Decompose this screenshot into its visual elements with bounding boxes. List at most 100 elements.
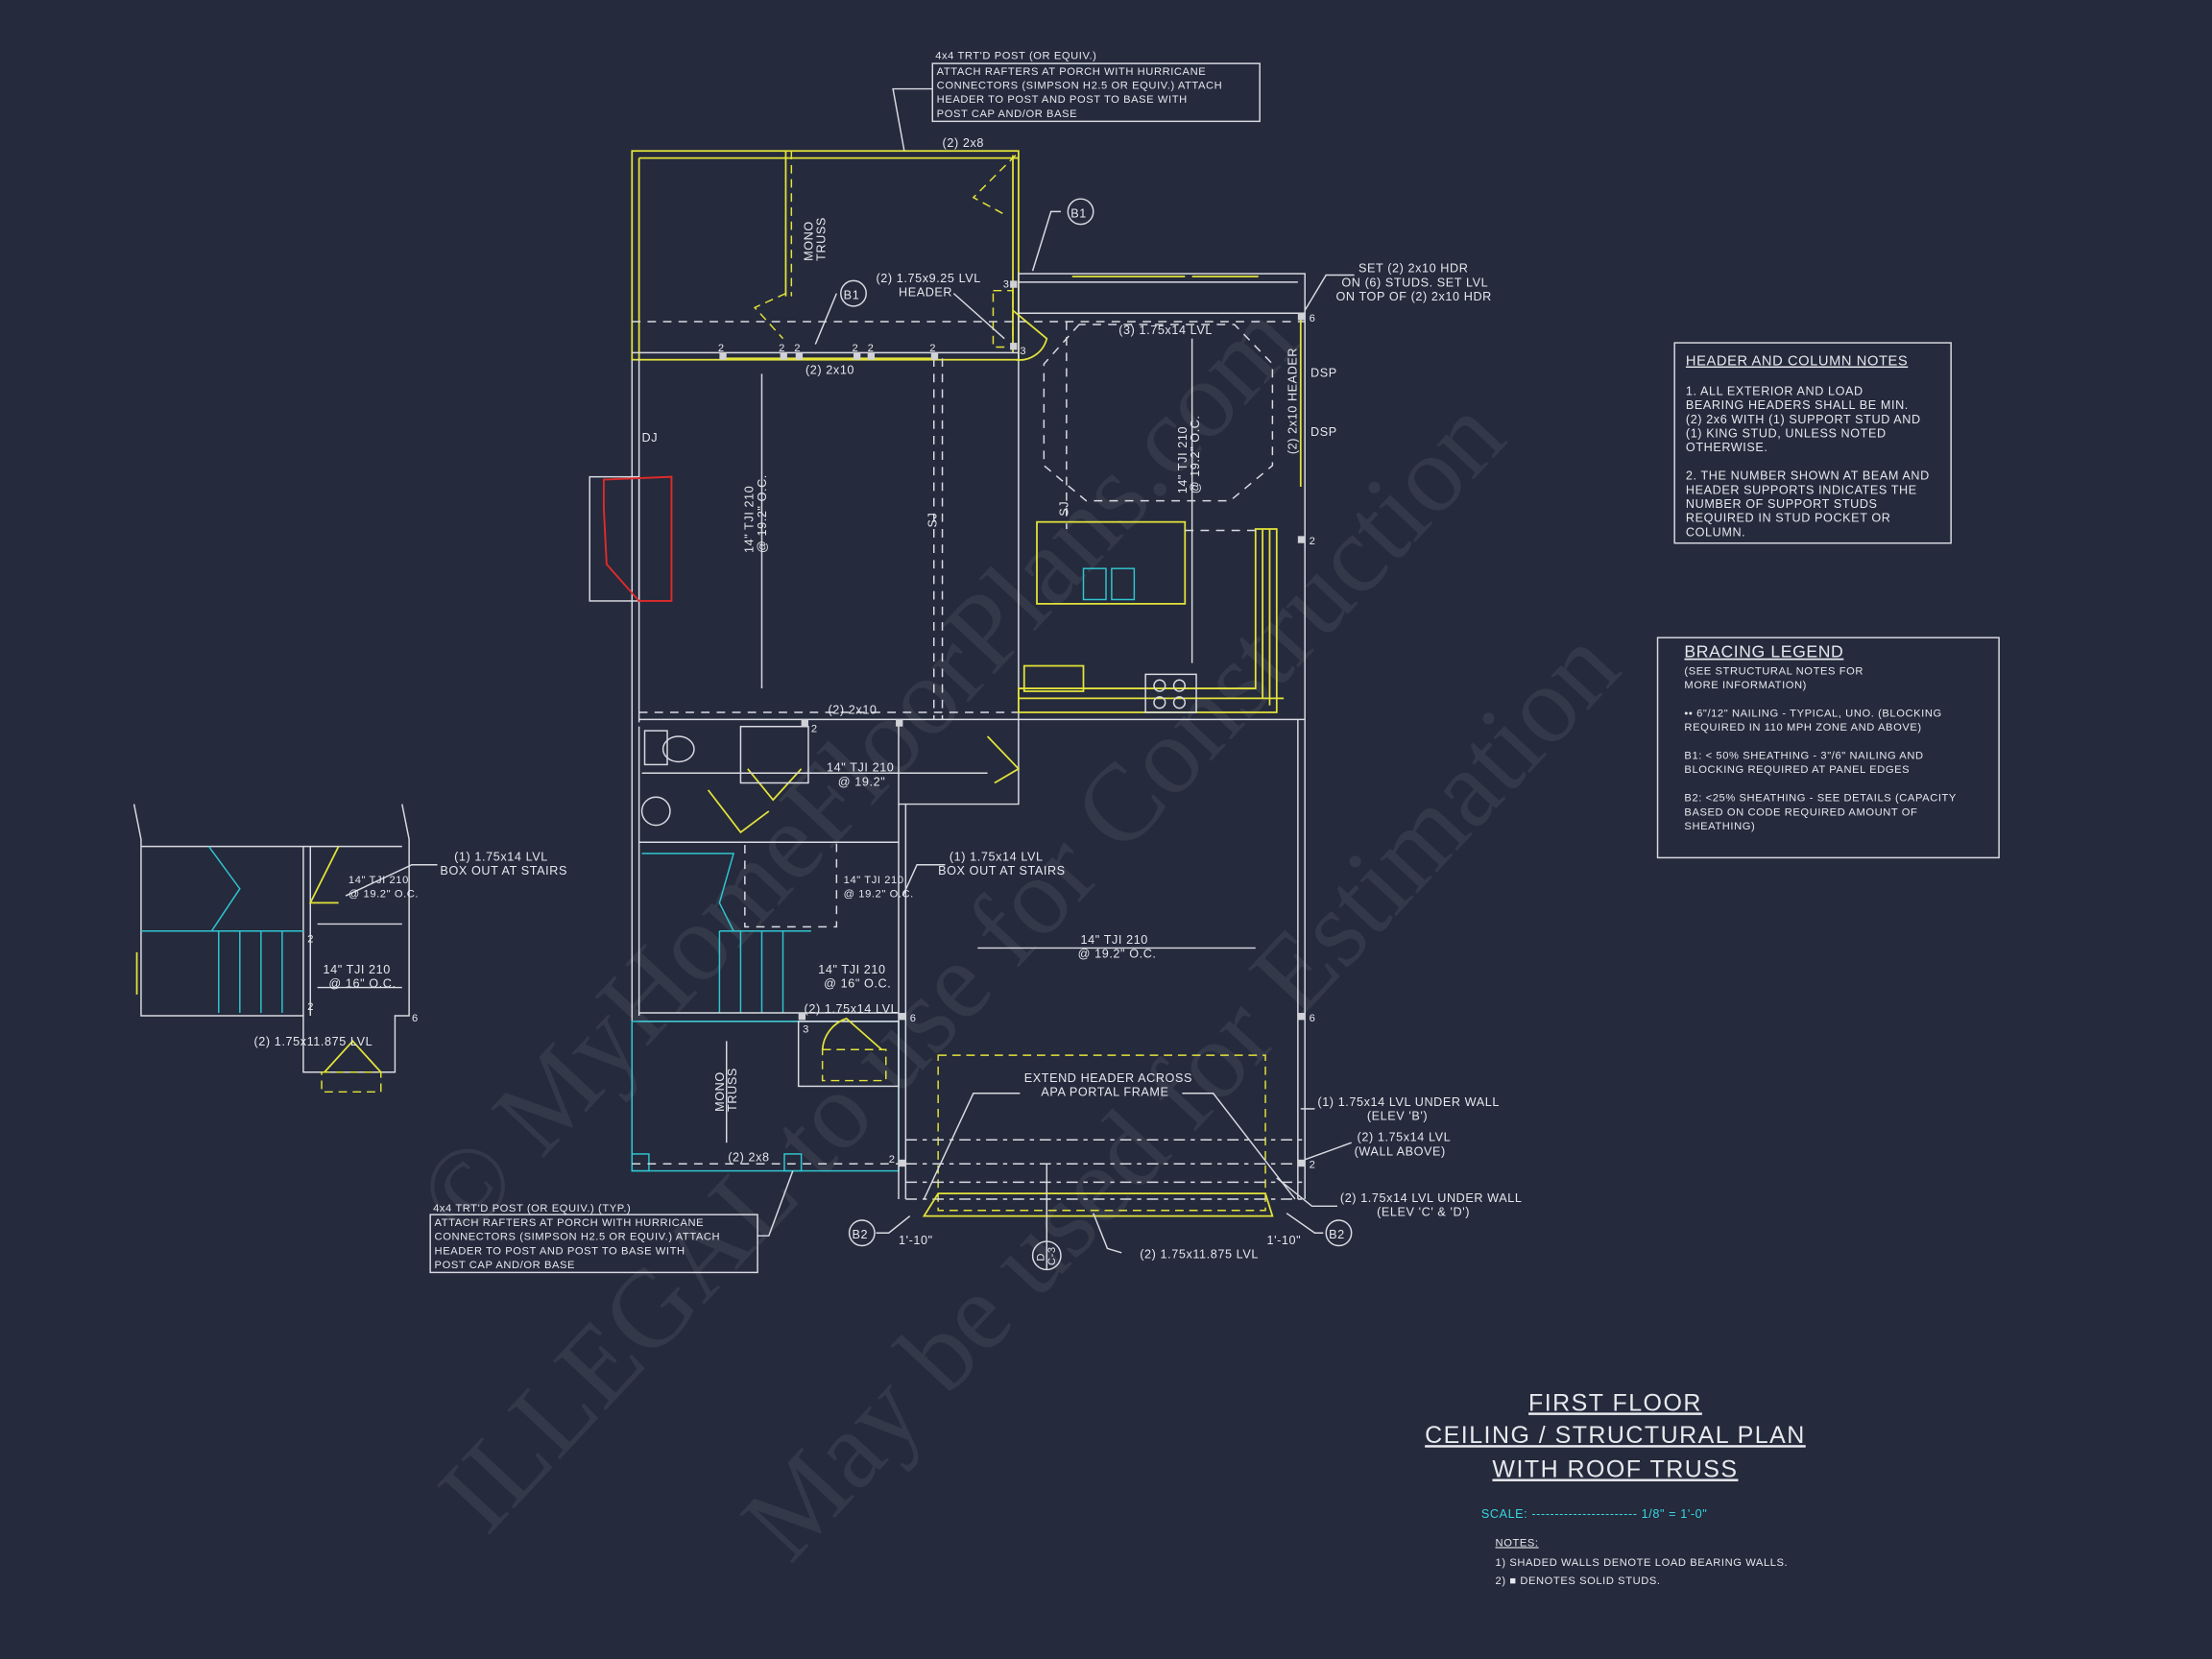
stud-count: 2 — [1310, 1160, 1316, 1171]
tji-label: 14" TJI 210 — [1176, 426, 1190, 493]
lvl-header-label: HEADER — [899, 286, 952, 300]
stud-count: 2 — [794, 343, 801, 354]
porch-bottom-beam-label: (2) 2x8 — [728, 1150, 769, 1164]
plan-title-line3: WITH ROOF TRUSS — [1492, 1455, 1738, 1482]
svg-text:C-3: C-3 — [1046, 1246, 1058, 1265]
tji-16-label: @ 16" O.C. — [824, 977, 891, 991]
bottom-note-line: CONNECTORS (SIMPSON H2.5 OR EQUIV.) ATTA… — [435, 1232, 721, 1243]
set-hdr-note: ON TOP OF (2) 2x10 HDR — [1336, 290, 1492, 303]
lvl-wall-above: (2) 1.75x14 LVL — [1358, 1131, 1452, 1144]
lvl-11875-left-label: (2) 1.75x11.875 LVL — [253, 1035, 373, 1048]
bracing-b2-marker: B2 — [1325, 1219, 1353, 1247]
box-out-label-detail: BOX OUT AT STAIRS — [440, 864, 567, 878]
header-2x10-label: (2) 2x10 HEADER — [1286, 348, 1299, 454]
lvl-wall-above: (WALL ABOVE) — [1355, 1144, 1446, 1158]
plan-title-line2: CEILING / STRUCTURAL PLAN — [1425, 1422, 1806, 1449]
scale-label: SCALE: ----------------------- 1/8" = 1'… — [1481, 1507, 1707, 1521]
bottom-note-heading: 4x4 TRT'D POST (OR EQUIV.) (TYP.) — [433, 1203, 631, 1214]
box-out-label: BOX OUT AT STAIRS — [938, 864, 1066, 878]
stud-count: 2 — [307, 1001, 314, 1013]
svg-text:2. THE NUMBER SHOWN AT BEAM AN: 2. THE NUMBER SHOWN AT BEAM AND — [1686, 469, 1930, 483]
lvl-under-wall-b: (ELEV 'B') — [1367, 1110, 1428, 1123]
dimension-right: 1'-10" — [1267, 1234, 1302, 1247]
tji-small-label-detail: @ 19.2" O.C. — [349, 889, 419, 901]
dimension-left: 1'-10" — [899, 1234, 933, 1247]
svg-text:REQUIRED IN STUD POCKET OR: REQUIRED IN STUD POCKET OR — [1686, 512, 1891, 525]
mono-truss-label: TRUSS — [726, 1068, 739, 1112]
note-item: 1) SHADED WALLS DENOTE LOAD BEARING WALL… — [1496, 1557, 1789, 1569]
tji-garage-label: @ 19.2" O.C. — [1078, 948, 1157, 961]
mono-truss-label: MONO — [713, 1071, 727, 1112]
mono-truss-label: TRUSS — [815, 217, 829, 261]
lvl-header-label: (2) 1.75x9.25 LVL — [876, 272, 980, 285]
top-note-heading: 4x4 TRT'D POST (OR EQUIV.) — [935, 51, 1096, 62]
title-block: FIRST FLOOR CEILING / STRUCTURAL PLAN WI… — [1425, 1389, 1806, 1587]
tji-16-label-detail: @ 16" O.C. — [328, 977, 396, 991]
solid-studs — [719, 280, 1306, 1167]
stair-detail — [132, 804, 410, 1094]
porch-top-beam-label: (2) 2x8 — [943, 136, 984, 150]
sj-label: SJ — [926, 513, 940, 528]
bottom-note-line: HEADER TO POST AND POST TO BASE WITH — [435, 1245, 685, 1257]
leader-lines — [345, 87, 1355, 1254]
svg-text:SHEATHING): SHEATHING) — [1684, 821, 1755, 832]
svg-text:HEADER SUPPORTS INDICATES THE: HEADER SUPPORTS INDICATES THE — [1686, 483, 1917, 496]
stud-count: 6 — [1310, 313, 1316, 325]
svg-text:BEARING HEADERS SHALL BE MIN.: BEARING HEADERS SHALL BE MIN. — [1686, 398, 1909, 412]
lvl-under-wall-cd: (ELEV 'C' & 'D') — [1377, 1206, 1470, 1219]
stud-count: 2 — [853, 343, 859, 354]
stud-count: 2 — [718, 343, 725, 354]
svg-text:B2: <25% SHEATHING - SEE DETAI: B2: <25% SHEATHING - SEE DETAILS (CAPACI… — [1684, 793, 1957, 805]
stud-count: 6 — [412, 1013, 419, 1024]
svg-text:OTHERWISE.: OTHERWISE. — [1686, 441, 1768, 454]
beam-2x10-mid-label: (2) 2x10 — [829, 704, 878, 717]
box-out-label: (1) 1.75x14 LVL — [950, 850, 1044, 863]
sj-label: SJ — [1057, 501, 1070, 517]
tji-label: 14" TJI 210 — [743, 486, 757, 553]
extend-header-note: EXTEND HEADER ACROSS — [1024, 1071, 1192, 1085]
bracing-legend: BRACING LEGEND (SEE STRUCTURAL NOTES FOR… — [1656, 637, 2000, 859]
bottom-note-line: POST CAP AND/OR BASE — [435, 1260, 576, 1271]
svg-text:•• 6"/12" NAILING - TYPICAL, U: •• 6"/12" NAILING - TYPICAL, UNO. (BLOCK… — [1684, 708, 1941, 719]
bracing-b2-marker: B2 — [848, 1219, 876, 1247]
stud-count: 6 — [1310, 1013, 1316, 1024]
stud-count: 3 — [1003, 279, 1010, 291]
stud-count: 3 — [1020, 346, 1026, 357]
lvl-3-label: (3) 1.75x14 LVL — [1118, 324, 1213, 337]
dj-label: DJ — [642, 431, 659, 445]
note-item: 2) ■ DENOTES SOLID STUDS. — [1496, 1575, 1661, 1587]
bracing-legend-title: BRACING LEGEND — [1684, 642, 1843, 661]
stud-count: 2 — [889, 1154, 896, 1166]
box-out-label-detail: (1) 1.75x14 LVL — [454, 850, 548, 863]
svg-text:B2: B2 — [853, 1228, 869, 1241]
header-column-notes: HEADER AND COLUMN NOTES 1. ALL EXTERIOR … — [1673, 342, 1952, 544]
set-hdr-note: ON (6) STUDS. SET LVL — [1341, 276, 1488, 289]
tji-small-label: @ 19.2" O.C. — [844, 889, 914, 901]
svg-text:(SEE STRUCTURAL NOTES FOR: (SEE STRUCTURAL NOTES FOR — [1684, 665, 1863, 677]
tji-small-label: 14" TJI 210 — [844, 875, 904, 886]
svg-text:BASED ON CODE REQUIRED AMOUNT: BASED ON CODE REQUIRED AMOUNT OF — [1684, 806, 1917, 818]
lvl-under-wall-cd: (2) 1.75x14 LVL UNDER WALL — [1340, 1191, 1523, 1205]
lvl-2-label: (2) 1.75x14 LVL — [805, 1002, 899, 1016]
stud-count: 2 — [868, 343, 875, 354]
svg-text:1. ALL EXTERIOR AND LOAD: 1. ALL EXTERIOR AND LOAD — [1686, 384, 1863, 397]
top-note-line: POST CAP AND/OR BASE — [937, 108, 1078, 120]
svg-text:B2: B2 — [1329, 1228, 1345, 1241]
svg-text:(2) 2x6 WITH (1) SUPPORT STUD: (2) 2x6 WITH (1) SUPPORT STUD AND — [1686, 413, 1921, 426]
svg-text:B1: B1 — [844, 289, 860, 302]
top-note-line: ATTACH RAFTERS AT PORCH WITH HURRICANE — [937, 66, 1207, 78]
svg-text:B1: < 50% SHEATHING - 3"/6" NA: B1: < 50% SHEATHING - 3"/6" NAILING AND — [1684, 751, 1923, 762]
plan-title-line1: FIRST FLOOR — [1528, 1389, 1702, 1416]
bracing-b1-marker: B1 — [840, 279, 867, 307]
stud-count: 2 — [307, 934, 314, 946]
stud-count: 2 — [779, 343, 785, 354]
extend-header-note: APA PORTAL FRAME — [1041, 1086, 1168, 1099]
stud-count: 2 — [1310, 536, 1316, 547]
bottom-note-line: ATTACH RAFTERS AT PORCH WITH HURRICANE — [435, 1217, 705, 1229]
tji-mid-label: 14" TJI 210 — [827, 761, 894, 775]
header-notes-title: HEADER AND COLUMN NOTES — [1686, 354, 1908, 370]
svg-text:BLOCKING REQUIRED AT PANEL EDG: BLOCKING REQUIRED AT PANEL EDGES — [1684, 764, 1910, 776]
dsp-label: DSP — [1310, 425, 1337, 439]
svg-text:D: D — [1035, 1253, 1046, 1262]
